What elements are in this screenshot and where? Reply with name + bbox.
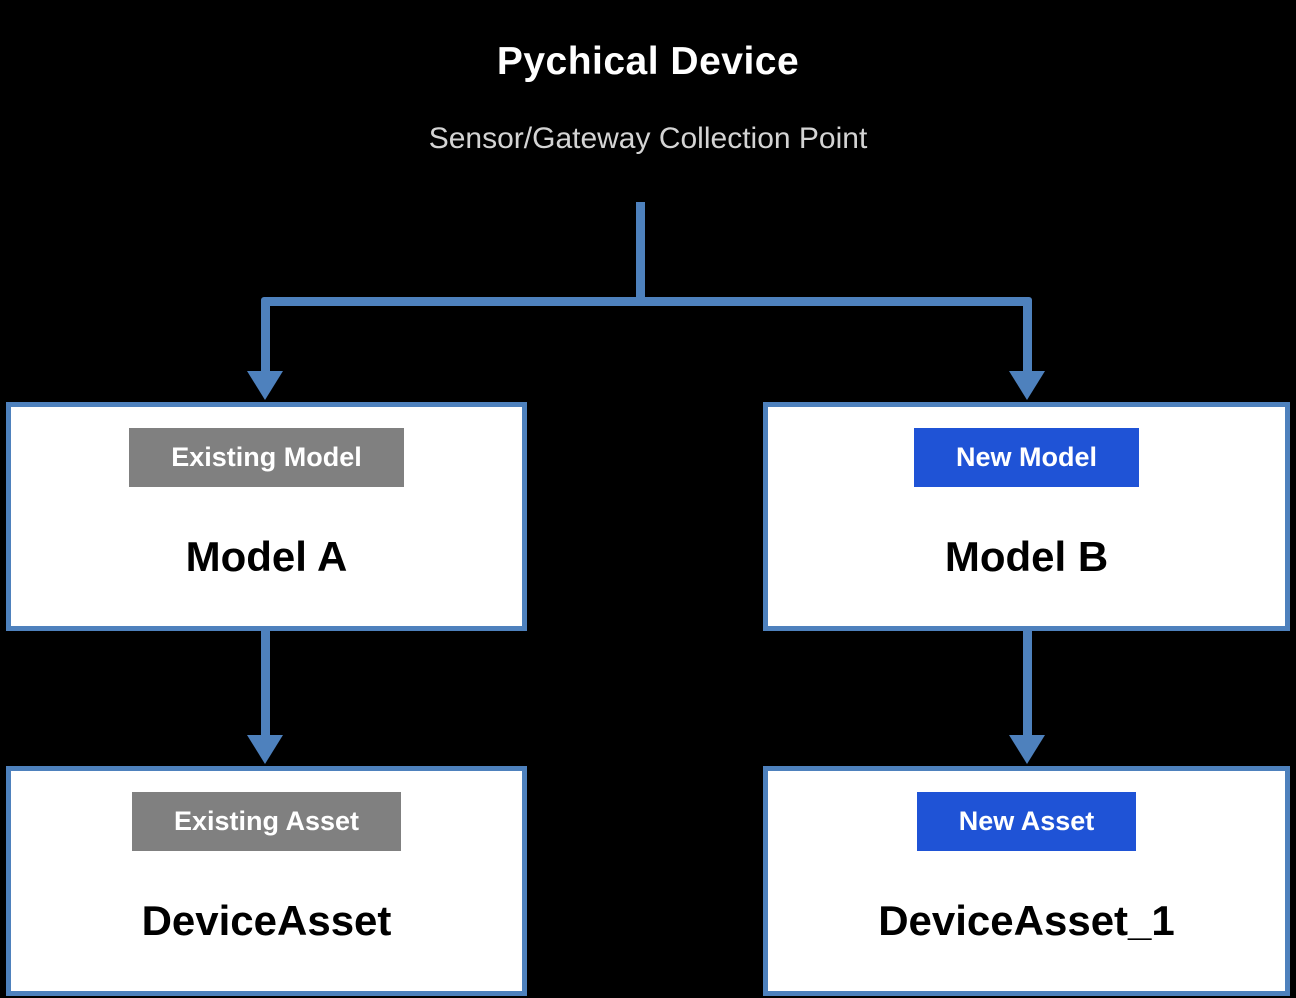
badge-existing-model: Existing Model bbox=[129, 428, 404, 487]
node-device-asset: Existing Asset DeviceAsset bbox=[6, 766, 527, 996]
connector-model-a-to-device-asset bbox=[261, 629, 270, 735]
node-model-b: New Model Model B bbox=[763, 402, 1290, 631]
node-model-a: Existing Model Model A bbox=[6, 402, 527, 631]
arrowhead-to-model-b-icon bbox=[1009, 371, 1045, 400]
diagram-title: Pychical Device bbox=[496, 40, 800, 83]
connector-model-b-to-device-asset-1 bbox=[1023, 629, 1032, 735]
arrowhead-to-model-a-icon bbox=[247, 371, 283, 400]
node-label-model-b: Model B bbox=[944, 532, 1109, 580]
arrowhead-to-device-asset-icon bbox=[247, 735, 283, 764]
connector-branch-bar bbox=[261, 297, 1032, 306]
badge-new-model: New Model bbox=[913, 428, 1139, 487]
node-label-model-a: Model A bbox=[185, 532, 348, 580]
node-device-asset-1: New Asset DeviceAsset_1 bbox=[763, 766, 1290, 996]
badge-existing-asset: Existing Asset bbox=[131, 792, 402, 851]
connector-stem bbox=[636, 202, 645, 303]
arrowhead-to-device-asset-1-icon bbox=[1009, 735, 1045, 764]
connector-drop-right bbox=[1023, 303, 1032, 373]
model-a-to-model-b-connector bbox=[523, 513, 761, 518]
diagram-subtitle: Sensor/Gateway Collection Point bbox=[428, 122, 868, 155]
node-label-device-asset: DeviceAsset bbox=[141, 897, 392, 944]
connector-drop-left bbox=[261, 303, 270, 373]
node-label-device-asset-1: DeviceAsset_1 bbox=[878, 897, 1175, 944]
badge-new-asset: New Asset bbox=[916, 792, 1137, 851]
